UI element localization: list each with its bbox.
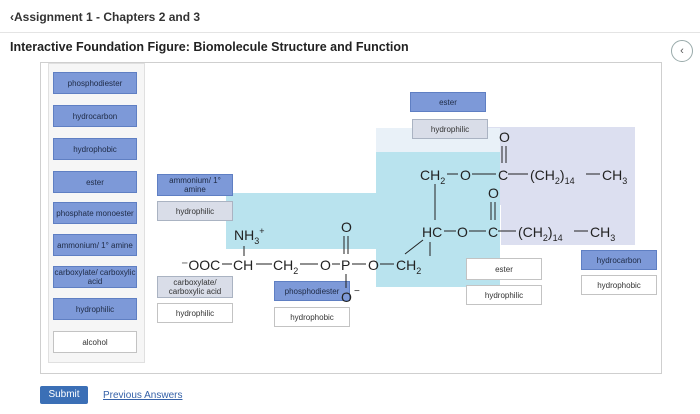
placed-label-phosphodiester[interactable]: phosphodiester — [274, 281, 350, 301]
charge-minus: − — [354, 286, 360, 297]
divider — [0, 32, 700, 33]
tray-label-hydrophobic[interactable]: hydrophobic — [53, 138, 137, 160]
placed-label-ester-mid[interactable]: ester — [466, 258, 542, 280]
atom-p: P — [341, 257, 350, 273]
placed-label-ester-top[interactable]: ester — [410, 92, 486, 112]
atom-o-bottom-1: O — [320, 257, 331, 273]
hydrophilic-zone-cyan-left — [226, 193, 500, 249]
atom-nh3: NH3+ — [234, 226, 265, 246]
atom-hc: HC — [422, 224, 442, 240]
submit-button[interactable]: Submit — [40, 386, 88, 404]
tray-label-phosphodiester[interactable]: phosphodiester — [53, 72, 137, 94]
tray-label-ester[interactable]: ester — [53, 171, 137, 193]
placed-label-ammonium[interactable]: ammonium/ 1° amine — [157, 174, 233, 196]
top-bar: ‹Assignment 1 - Chapters 2 and 3 — [0, 0, 700, 34]
placed-label-hydrophobic-right[interactable]: hydrophobic — [581, 275, 657, 295]
atom-ch-bottom: CH — [233, 257, 253, 273]
atom-o-top: O — [460, 167, 471, 183]
atom-ch2-top: CH2 — [420, 167, 445, 186]
atom-ch2-14-top: (CH2)14 — [530, 167, 575, 186]
atom-ch3-top: CH3 — [602, 167, 627, 186]
page-title: Interactive Foundation Figure: Biomolecu… — [10, 40, 409, 54]
atom-o-bottom-2: O — [368, 257, 379, 273]
placed-label-hydrophilic-left[interactable]: hydrophilic — [157, 201, 233, 221]
placed-label-hydrophilic-lower[interactable]: hydrophilic — [157, 303, 233, 323]
tray-label-carboxylate[interactable]: carboxylate/ carboxylic acid — [53, 266, 137, 288]
atom-c-mid: C — [488, 224, 498, 240]
atom-ooc: ⁻OOC — [181, 257, 220, 273]
placed-label-hydrophilic-top[interactable]: hydrophilic — [412, 119, 488, 139]
previous-answers-link[interactable]: Previous Answers — [103, 390, 183, 401]
placed-label-hydrocarbon-right[interactable]: hydrocarbon — [581, 250, 657, 270]
hydrophobic-zone-mid — [501, 205, 635, 245]
tray-label-phosphate-monoester[interactable]: phosphate monoester — [53, 202, 137, 224]
tray-label-hydrophilic[interactable]: hydrophilic — [53, 298, 137, 320]
tray-label-alcohol[interactable]: alcohol — [53, 331, 137, 353]
atom-o-minus: O — [341, 289, 352, 305]
placed-label-carboxylate[interactable]: carboxylate/ carboxylic acid — [157, 276, 233, 298]
atom-o-mid: O — [457, 224, 468, 240]
atom-ch2-bottom-right: CH2 — [396, 257, 421, 276]
atom-o-carbonyl-top: O — [499, 129, 510, 145]
chevron-left-icon[interactable]: ‹ — [671, 40, 693, 62]
back-to-assignment-link[interactable]: ‹Assignment 1 - Chapters 2 and 3 — [10, 10, 201, 24]
atom-o-phosphate-up: O — [341, 219, 352, 235]
bond-vertical-3 — [404, 239, 424, 255]
tray-label-ammonium[interactable]: ammonium/ 1° amine — [53, 234, 137, 256]
placed-label-hydrophobic-mid[interactable]: hydrophobic — [274, 307, 350, 327]
atom-o-carbonyl-mid: O — [488, 185, 499, 201]
atom-c-top: C — [498, 167, 508, 183]
atom-ch2-14-mid: (CH2)14 — [518, 224, 563, 243]
placed-label-hydrophilic-mid[interactable]: hydrophilic — [466, 285, 542, 305]
atom-ch3-mid: CH3 — [590, 224, 615, 243]
atom-ch2-bottom-left: CH2 — [273, 257, 298, 276]
tray-label-hydrocarbon[interactable]: hydrocarbon — [53, 105, 137, 127]
